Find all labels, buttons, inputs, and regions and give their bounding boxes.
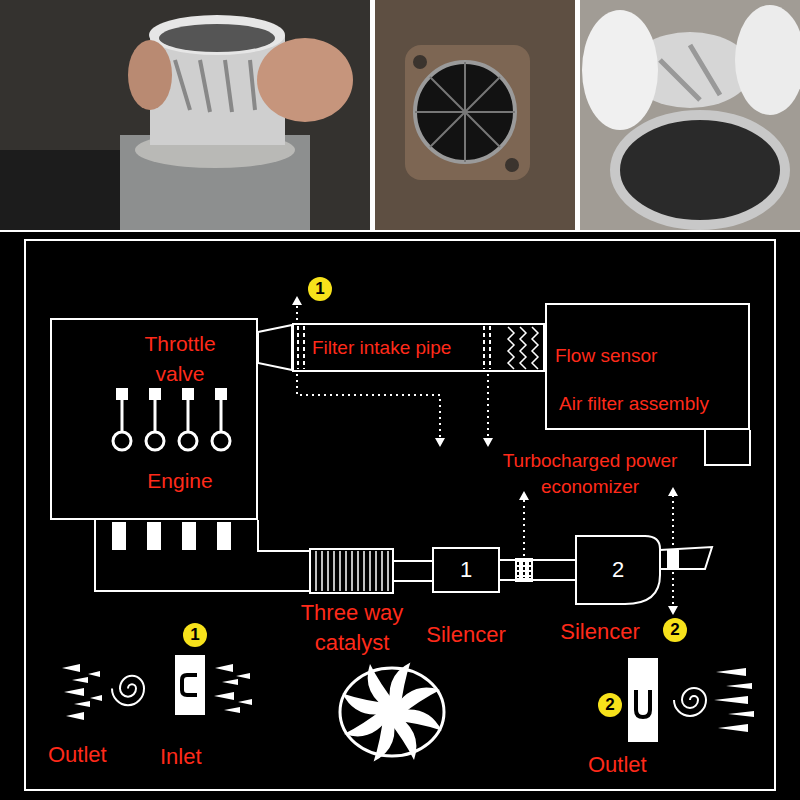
- photo-device-vanes: [175, 60, 255, 112]
- label-anchor: 2: [663, 618, 687, 642]
- silencer-box: 1: [432, 547, 500, 593]
- connector-layer: [95, 520, 575, 591]
- airflow-wedges: [214, 664, 252, 713]
- photo-background: [0, 0, 370, 230]
- piston-head: [215, 388, 227, 400]
- crank-pin: [179, 432, 197, 450]
- piston-head: [116, 388, 128, 400]
- diagram-frame: [25, 240, 775, 790]
- photo-fan-spokes: [415, 62, 515, 162]
- component-label: Three way catalyst: [287, 598, 417, 658]
- photo-hose: [0, 150, 140, 230]
- label-anchor: Outlet: [588, 750, 647, 780]
- connecting-rods: [122, 400, 221, 432]
- component-label: Flow sensor: [555, 343, 657, 369]
- crank-pin: [113, 432, 131, 450]
- shape-outline-path: [576, 536, 660, 604]
- vane-opening-symbol: [636, 690, 650, 717]
- piston-head: [149, 388, 161, 400]
- catalyst-unit: Three way catalyst: [277, 548, 427, 660]
- label-anchor: Inlet: [160, 742, 202, 772]
- photo-gap: [0, 0, 800, 232]
- component-label: Silencer: [545, 617, 655, 647]
- label-anchor: Outlet: [48, 740, 107, 770]
- photo-flange: [405, 45, 530, 180]
- callout-number: 2: [598, 693, 622, 717]
- exhaust-port: [182, 522, 196, 550]
- catalyst-mesh: [316, 551, 388, 591]
- part-label: Outlet: [48, 740, 107, 770]
- photo-device-opening: [159, 24, 275, 52]
- filter-housing-step: [705, 430, 750, 465]
- diagram-ground: [0, 232, 800, 800]
- turbine-hub: [380, 702, 404, 722]
- air-filter-box: Flow sensorAir filter assembly: [545, 303, 750, 430]
- exhaust-port: [147, 522, 161, 550]
- label-anchor: 1: [308, 277, 332, 301]
- photo-fan-blades: [660, 45, 720, 100]
- label-anchor: 2: [598, 693, 622, 717]
- silencer-unit: 1Silencer: [411, 547, 521, 652]
- vane-insert-symbol: [175, 655, 205, 715]
- component-label: Throttle valve: [125, 329, 235, 389]
- exhaust-port: [217, 522, 231, 550]
- photo-glove: [582, 10, 658, 130]
- piston-head: [182, 388, 194, 400]
- crank-pin: [146, 432, 164, 450]
- silencer-unit: 2Silencer: [545, 535, 665, 650]
- photo-thumb: [128, 40, 172, 110]
- photo-device-rim: [149, 15, 285, 55]
- part-label: Inlet: [160, 742, 202, 772]
- exhaust-port: [112, 522, 126, 550]
- photo-hand: [257, 38, 353, 122]
- airflow-wedges: [714, 668, 754, 732]
- swirl-symbol: [674, 688, 706, 716]
- catalyst-box: [309, 548, 394, 594]
- sensor-mesh: [508, 327, 538, 369]
- exhaust-pipe: [394, 561, 432, 581]
- callout-number: 2: [663, 618, 687, 642]
- photo-pipe: [615, 115, 785, 225]
- part-label: Outlet: [588, 750, 647, 780]
- economizer-vanes: [518, 562, 530, 578]
- photo-bolt: [413, 55, 427, 69]
- airflow-wedges: [62, 664, 102, 720]
- silencer-number: 1: [460, 555, 472, 585]
- crank-pin: [212, 432, 230, 450]
- photo-background: [375, 0, 575, 230]
- component-label: Silencer: [411, 620, 521, 650]
- vane-opening-symbol: [182, 675, 197, 695]
- silencer-shape: 2: [575, 535, 661, 605]
- callout-number: 1: [308, 277, 332, 301]
- economizer-insert: [515, 558, 533, 582]
- illustration: [62, 296, 754, 763]
- component-label: Filter intake pipe: [312, 325, 451, 370]
- exhaust-pipe: [500, 560, 575, 580]
- component-label: Air filter assembly: [559, 391, 709, 417]
- callout-number: 1: [183, 623, 207, 647]
- throttle-body: [258, 325, 292, 370]
- pipe-ribs: [298, 326, 490, 369]
- economizer-insert: [667, 550, 679, 569]
- intake-pipe: Filter intake pipe: [292, 323, 545, 372]
- label-anchor: 1: [183, 623, 207, 647]
- exhaust-pipe: [95, 520, 309, 591]
- photo-strip: [0, 0, 800, 232]
- swirl-symbol: [112, 676, 144, 705]
- part-label: Turbocharged power economizer: [480, 448, 700, 500]
- photo-bolt: [505, 158, 519, 172]
- tail-pipe: [660, 547, 712, 569]
- silencer-number: 2: [612, 555, 624, 585]
- vane-insert-symbol: [628, 658, 658, 742]
- label-anchor: Turbocharged power economizer: [480, 448, 700, 500]
- photo-glove: [735, 5, 800, 115]
- component-label: Engine: [125, 466, 235, 496]
- engine-block: Throttle valveEngine: [50, 318, 258, 520]
- photo-pipe-opening: [415, 62, 515, 162]
